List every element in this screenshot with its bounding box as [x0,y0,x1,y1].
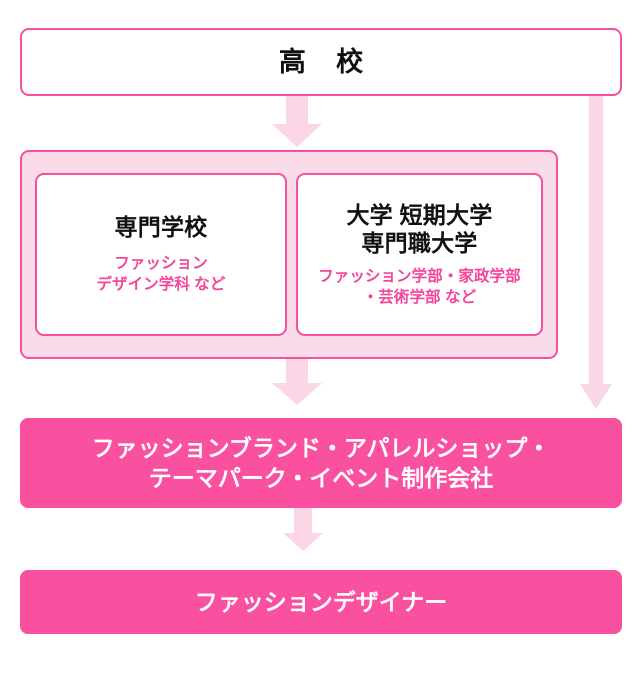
arrow-workplace-to-job [283,508,323,551]
arrow-head [580,384,612,409]
vocational-school-title: 専門学校 [114,214,208,241]
arrow-shaft [589,96,603,384]
workplace-text: ファッションブランド・アパレルショップ・ テーマパーク・イベント制作会社 [92,433,551,494]
arrow-head [272,124,322,147]
high-school-box: 高 校 [20,28,622,96]
arrow-shaft [286,359,308,383]
job-title-box: ファッションデザイナー [20,570,622,634]
university-title: 大学 短期大学 専門職大学 [346,201,492,257]
workplace-line-2: テーマパーク・イベント制作会社 [148,465,494,491]
arrow-shaft [294,508,312,533]
workplace-box: ファッションブランド・アパレルショップ・ テーマパーク・イベント制作会社 [20,418,622,508]
vocational-subtitle-line-1: ファッション [114,255,208,273]
school-card-university: 大学 短期大学 専門職大学 ファッション学部・家政学部 ・芸術学部 など [295,173,543,336]
university-subtitle-line-2: ・芸術学部 など [362,288,477,306]
arrow-schools-to-workplace [272,359,322,405]
university-title-line-1: 大学 短期大学 [346,201,493,228]
job-title-text: ファッションデザイナー [194,588,448,615]
arrow-high-school-to-workplace-bypass [580,96,612,409]
school-options-panel: 専門学校 ファッション デザイン学科 など 大学 短期大学 専門職大学 ファッシ… [20,150,558,359]
arrow-high-school-to-schools [272,96,322,147]
workplace-line-1: ファッションブランド・アパレルショップ・ [91,434,551,461]
vocational-subtitle-line-2: デザイン学科 など [96,276,226,294]
university-subtitle-line-1: ファッション学部・家政学部 [318,267,521,285]
university-title-line-2: 専門職大学 [361,229,478,256]
arrow-shaft [286,96,308,124]
vocational-school-subtitle: ファッション デザイン学科 など [96,254,225,296]
school-card-vocational: 専門学校 ファッション デザイン学科 など [35,173,287,336]
arrow-head [272,383,322,405]
university-subtitle: ファッション学部・家政学部 ・芸術学部 など [318,267,521,309]
high-school-label: 高 校 [278,46,375,77]
arrow-head [283,533,323,551]
